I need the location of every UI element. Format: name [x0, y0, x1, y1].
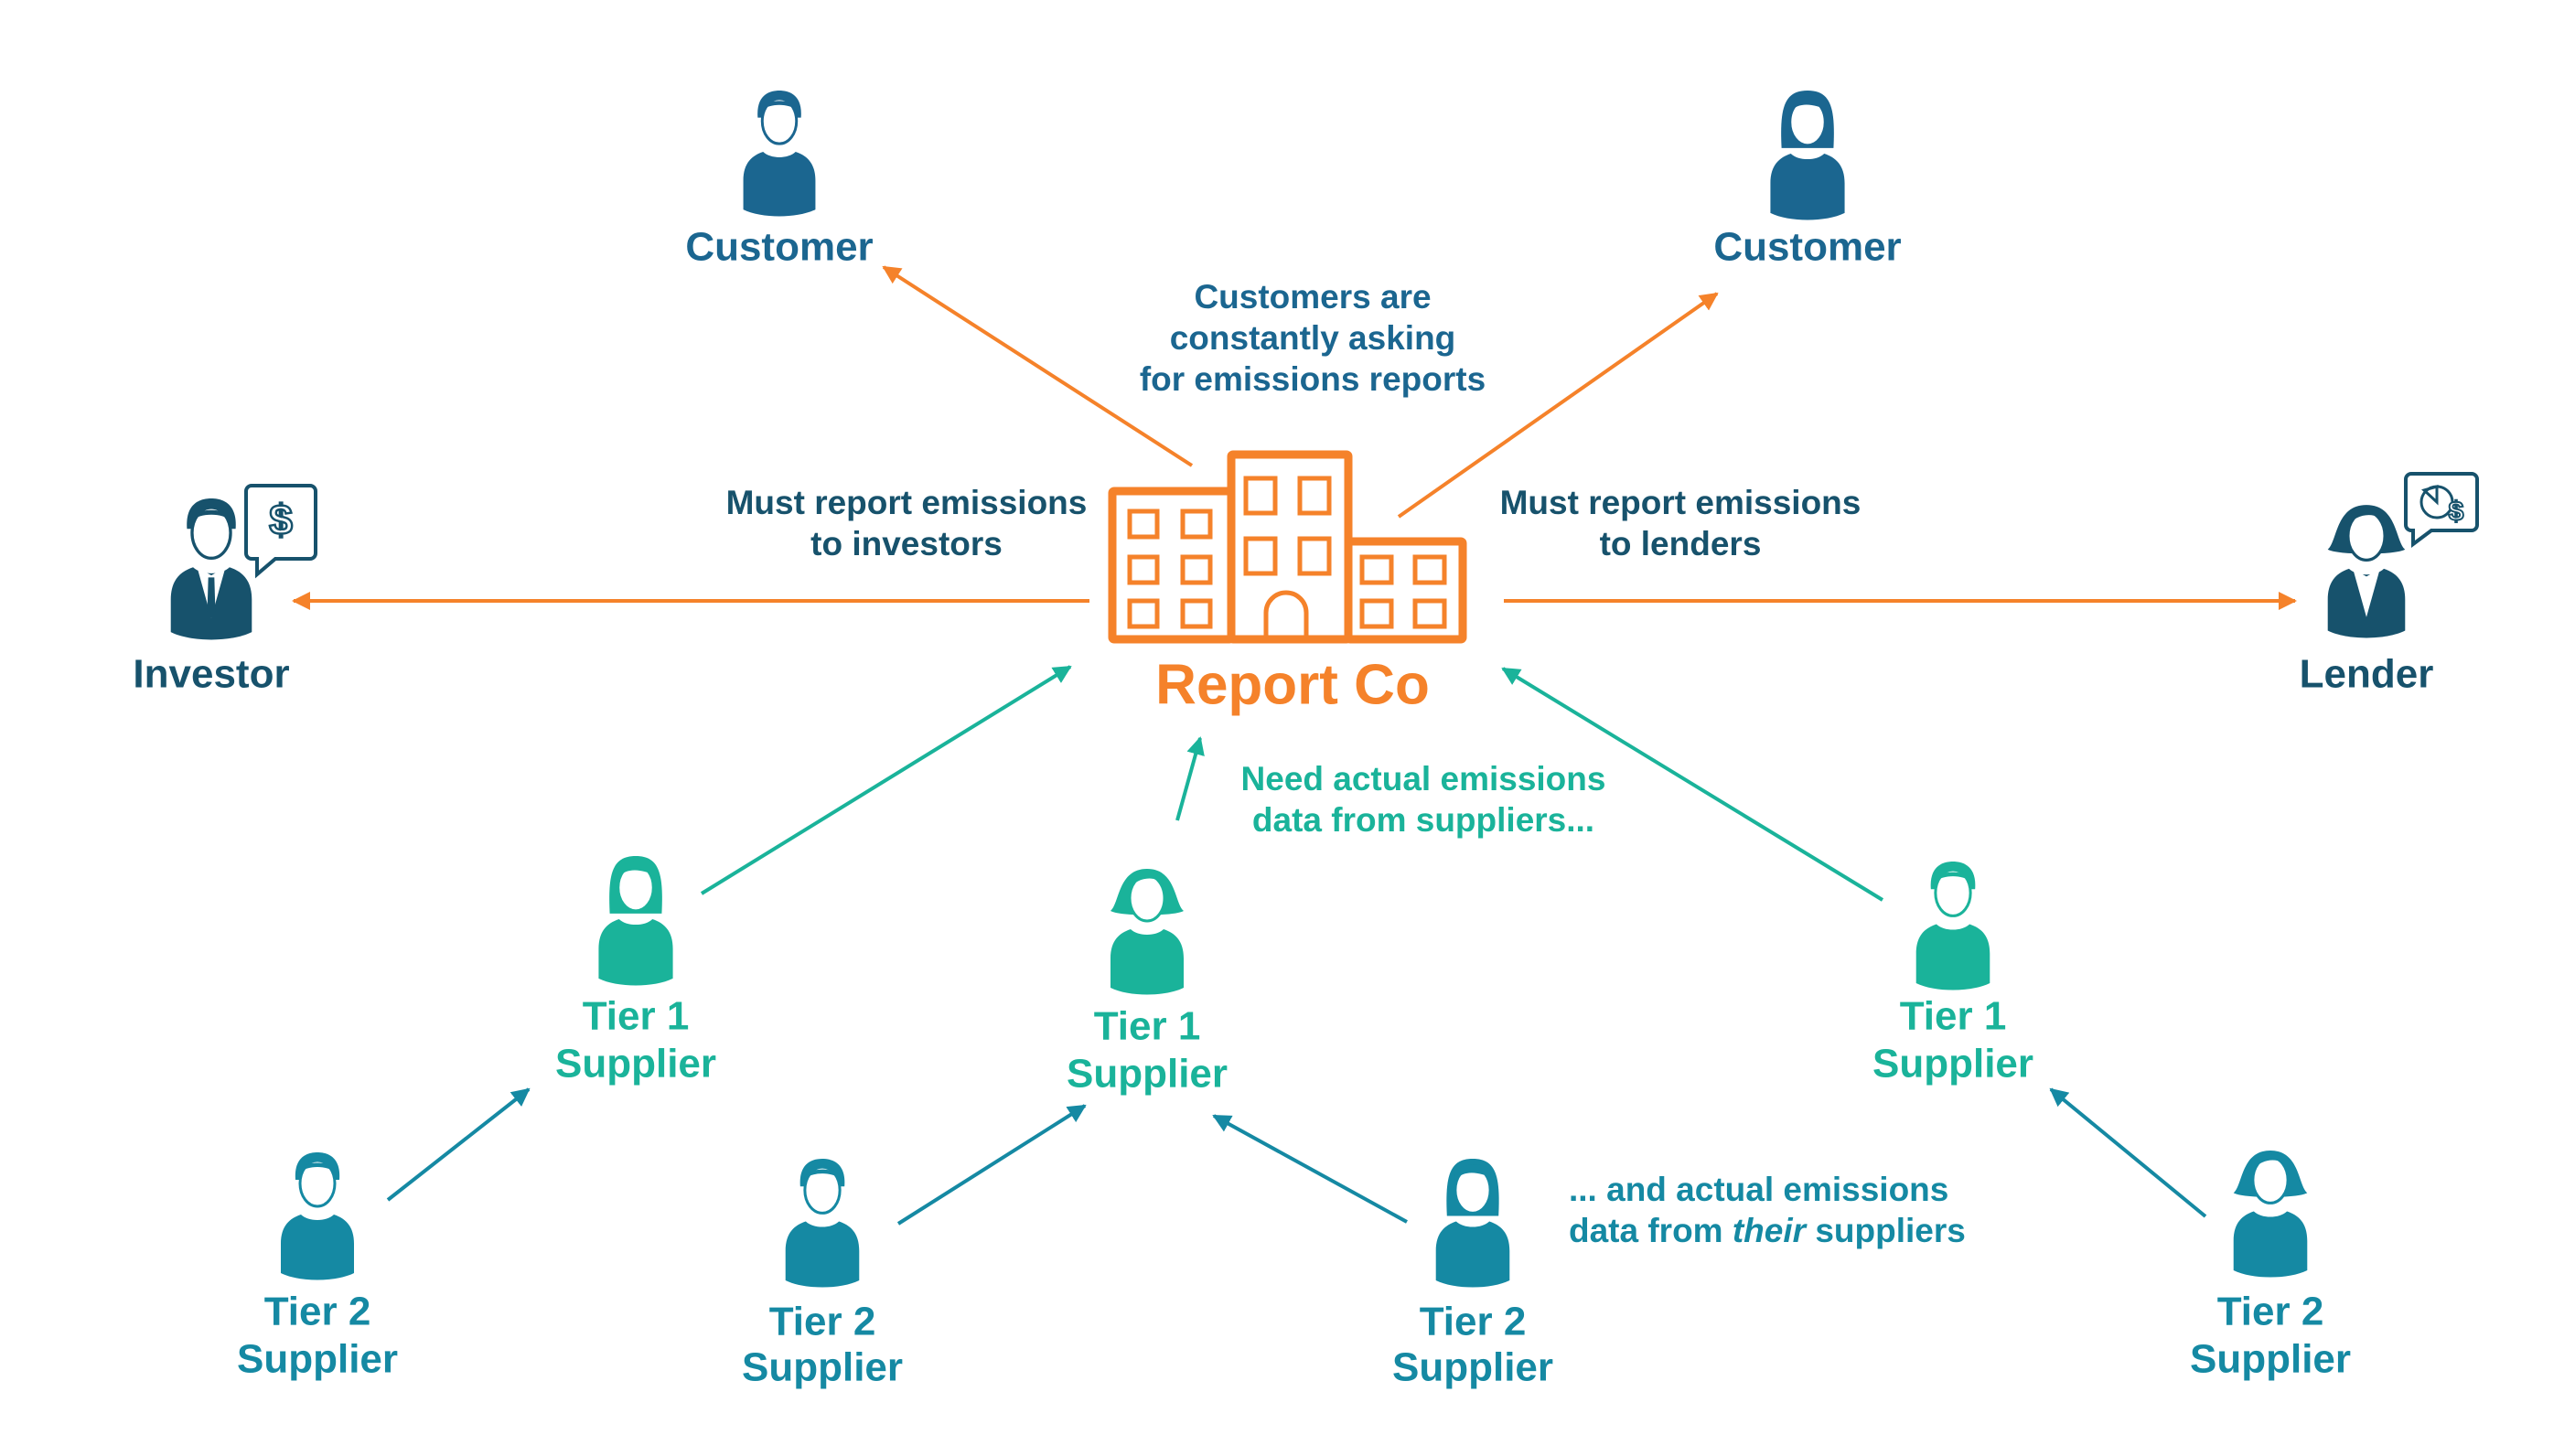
investors-note-line2: to investors	[810, 525, 1003, 562]
businesswoman-icon	[2327, 505, 2406, 638]
tier1-middle-label-line1: Tier 1	[1094, 1004, 1201, 1049]
tier2-d-label-line1: Tier 2	[2217, 1290, 2324, 1334]
arrow-tier2-b-to-tier1-middle	[896, 1104, 1087, 1226]
arrow-tier2-c-to-tier1-middle	[1212, 1114, 1408, 1224]
customer-left-label: Customer	[685, 225, 873, 270]
tier2-note-line1: ... and actual emissions	[1569, 1171, 1948, 1208]
person-female-icon	[1435, 1159, 1510, 1288]
tier1-note-line1: Need actual emissions	[1241, 760, 1606, 798]
tier2-a-label-line2: Supplier	[237, 1337, 398, 1382]
lenders-note-line1: Must report emissions	[1500, 484, 1862, 521]
pie-chart-dollar-speech-bubble-icon: $	[2404, 472, 2479, 548]
arrow-tier2-d-to-tier1-right	[2049, 1087, 2207, 1218]
tier2-note-emphasis: their	[1733, 1212, 1808, 1249]
tier2-note-line2: data from their suppliers	[1569, 1212, 1966, 1249]
arrow-to-customer-left	[882, 265, 1194, 467]
building-icon	[1108, 450, 1467, 644]
tier1-left-label-line1: Tier 1	[583, 994, 690, 1039]
customer-right-label: Customer	[1713, 225, 1901, 270]
report-co-label: Report Co	[1155, 653, 1430, 716]
arrow-tier1-left-to-reportco	[700, 665, 1072, 895]
tier1-right-label-line2: Supplier	[1872, 1042, 2033, 1087]
investor-label: Investor	[133, 652, 289, 697]
tier2-b-label-line2: Supplier	[742, 1345, 903, 1390]
tier1-right-label-line1: Tier 1	[1900, 994, 2007, 1039]
svg-text:$: $	[2449, 497, 2464, 527]
tier2-a-label-line1: Tier 2	[264, 1290, 371, 1334]
tier2-note-post: suppliers	[1806, 1212, 1966, 1249]
person-male-icon	[281, 1152, 354, 1280]
person-male-icon	[1915, 862, 1990, 990]
person-male-icon	[743, 91, 816, 217]
person-female-icon	[598, 856, 673, 986]
dollar-speech-bubble-icon: $	[244, 484, 317, 579]
person-female-icon	[1770, 91, 1845, 220]
tier1-left-label-line2: Supplier	[555, 1042, 716, 1087]
customers-note-line2: constantly asking	[1170, 319, 1456, 357]
tier2-b-label-line1: Tier 2	[769, 1300, 876, 1344]
tier2-c-label-line1: Tier 2	[1420, 1300, 1527, 1344]
tier1-note-line2: data from suppliers...	[1252, 801, 1594, 839]
arrow-tier1-right-to-reportco	[1501, 667, 1884, 902]
investors-note-line1: Must report emissions	[726, 484, 1088, 521]
tier1-middle-label-line2: Supplier	[1067, 1052, 1228, 1097]
arrow-to-customer-right	[1397, 292, 1719, 519]
svg-text:$: $	[269, 496, 293, 543]
people	[170, 91, 2406, 1288]
arrows	[292, 265, 2297, 1226]
person-female-short-hair-icon	[1110, 869, 1184, 995]
arrow-tier1-middle-to-reportco	[1175, 736, 1205, 821]
person-female-short-hair-icon	[2233, 1151, 2308, 1278]
tier2-d-label-line2: Supplier	[2190, 1337, 2351, 1382]
arrow-tier2-a-to-tier1-left	[386, 1087, 531, 1202]
tier2-c-label-line2: Supplier	[1392, 1345, 1553, 1390]
lenders-note-line2: to lenders	[1600, 525, 1762, 562]
person-male-icon	[785, 1159, 860, 1288]
customers-note-line3: for emissions reports	[1140, 360, 1486, 398]
lender-label: Lender	[2300, 652, 2434, 697]
customers-note-line1: Customers are	[1194, 278, 1431, 316]
tier2-note-pre: data from	[1569, 1212, 1733, 1249]
businessman-icon	[170, 498, 252, 640]
